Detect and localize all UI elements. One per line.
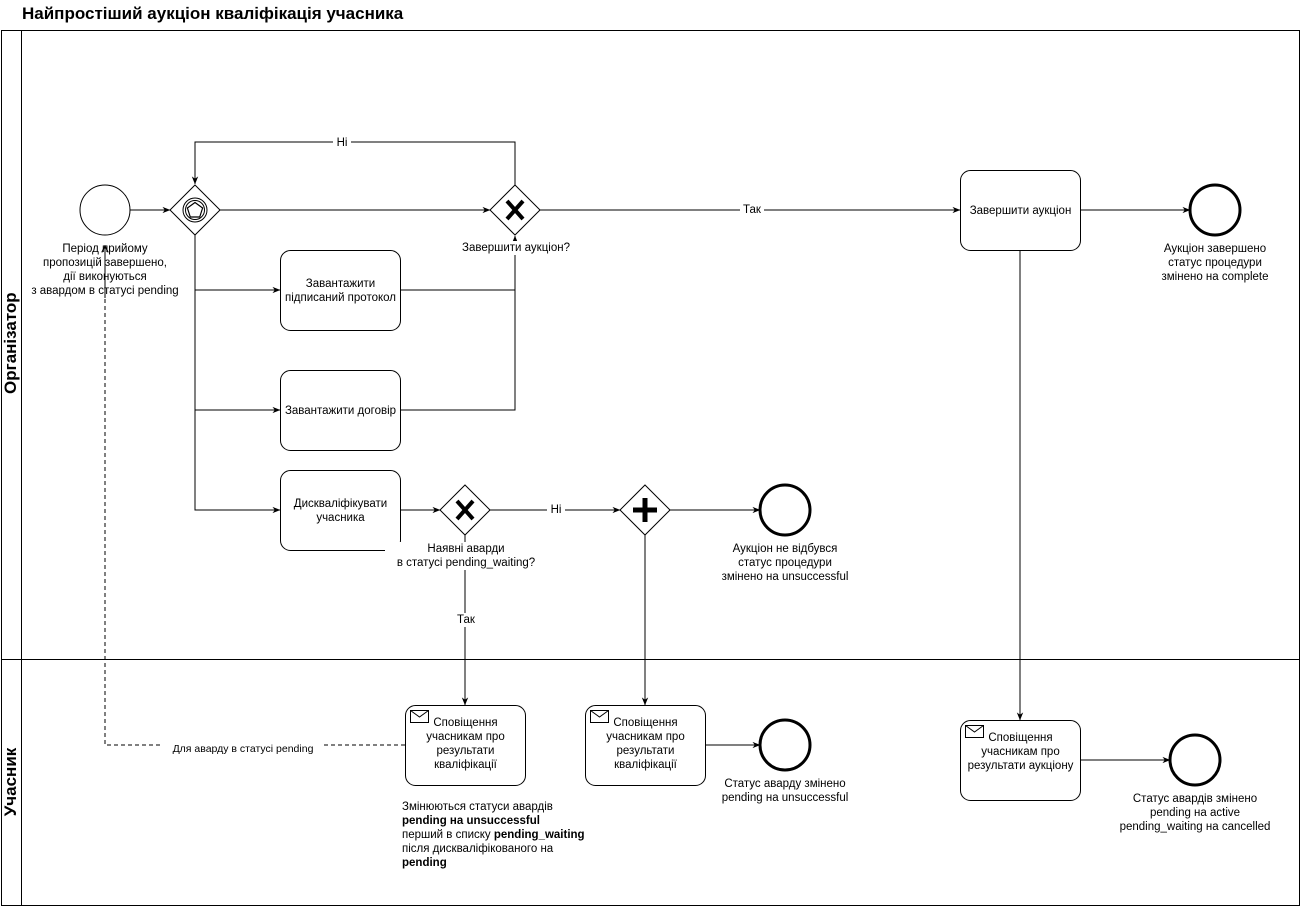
end-unsuccessful-label: Аукціон не відбувся статус процедури змі…	[705, 542, 865, 584]
flow-label-yes-finish: Так	[740, 203, 764, 217]
label-line: пропозицій завершено,	[43, 257, 167, 269]
lane-title-participant: Учасник	[1, 747, 20, 817]
end-complete-label: Аукціон завершено статус процедури зміне…	[1140, 242, 1290, 284]
end-event-complete[interactable]	[1188, 183, 1242, 237]
task-notify-qualification-2[interactable]: Сповіщення учасникам про результати кваліфі…	[586, 706, 705, 785]
task-text: учасника	[316, 511, 365, 524]
x-icon	[505, 199, 525, 221]
note-bold: pending_waiting	[493, 829, 585, 841]
flow-label-no-awards: Ні	[547, 503, 565, 517]
task-notify-auction-box[interactable]	[960, 720, 1081, 801]
start-event-label: Період прийому пропозицій завершено, дії…	[20, 242, 190, 298]
envelope-icons	[410, 710, 984, 738]
xor-gateway-finish[interactable]	[489, 184, 541, 236]
task-text: Завантажити договір	[284, 404, 397, 417]
task-notify-qualification-1-box[interactable]	[405, 705, 526, 786]
label-line: pending на active	[1149, 807, 1241, 819]
end-event-award-unsuccessful[interactable]	[758, 718, 812, 772]
label-line: Статус аварду змінено	[724, 778, 846, 790]
label-line: Статус авардів змінено	[1132, 793, 1258, 805]
envelope-icon	[410, 710, 429, 723]
gateway-awards-label: Наявні аварди в статусі pending_waiting?	[385, 542, 547, 570]
task-text: Сповіщення	[433, 717, 498, 729]
task-text: Завантажити	[305, 277, 376, 290]
task-finish-auction[interactable]: Завершити аукціон	[961, 171, 1080, 250]
task-text: кваліфікації	[434, 759, 497, 771]
note-text: перший в списку	[402, 829, 494, 841]
task-text: Завершити аукціон	[969, 204, 1072, 217]
flow-label-for-pending-award: Для аварду в статусі pending	[163, 742, 323, 756]
task-text: кваліфікації	[614, 759, 677, 771]
task-notify-auction-results[interactable]: Сповіщення учасникам про результати аукціо…	[961, 721, 1080, 800]
flow-gw-to-protocol	[194, 235, 281, 294]
label-line: дії виконуються	[63, 271, 147, 283]
task-text: учасникам про	[606, 731, 685, 743]
events	[79, 183, 1242, 787]
label-line: pending_waiting на cancelled	[1119, 821, 1271, 833]
task-text: результати	[616, 745, 675, 757]
pool	[1, 30, 1300, 906]
label-line: pending на unsuccessful	[721, 792, 849, 804]
label-line: Період прийому	[62, 243, 148, 255]
flow-label-no-top: Ні	[333, 136, 351, 150]
end-event-awards-changed[interactable]	[1168, 733, 1222, 787]
label-line: статус процедури	[738, 557, 832, 569]
status-change-note: Змінюються статуси авардів pending на un…	[402, 800, 612, 870]
label-line: статус процедури	[1168, 257, 1262, 269]
task-text: Дискваліфікувати	[293, 497, 388, 510]
pentagon-icon	[186, 201, 204, 218]
flow-xor-no-loop	[191, 141, 516, 185]
task-disqualify-box[interactable]	[280, 470, 401, 551]
note-line: після дискваліфікованого на	[402, 843, 554, 855]
plus-icon	[633, 498, 657, 522]
envelope-icon	[965, 725, 984, 738]
task-upload-protocol-box[interactable]	[280, 250, 401, 331]
task-upload-contract-box[interactable]	[280, 370, 401, 451]
flow-label-yes-awards: Так	[454, 613, 478, 627]
task-finish-auction-box[interactable]	[960, 170, 1081, 251]
lane-title-organizer: Організатор	[1, 292, 20, 394]
task-boxes	[280, 170, 1081, 801]
label-line: Аукціон не відбувся	[732, 543, 838, 555]
diagram-title: Найпростіший аукціон кваліфікація учасни…	[22, 4, 404, 23]
label-line: з авардом в статусі pending	[31, 285, 179, 297]
parallel-gateway[interactable]	[619, 484, 671, 536]
task-notify-qualification-2-box[interactable]	[585, 705, 706, 786]
start-event[interactable]	[79, 184, 131, 236]
flow-contract-to-xor	[400, 290, 516, 411]
event-based-gateway[interactable]	[169, 184, 221, 236]
note-line: pending	[402, 857, 447, 869]
note-line: перший в списку pending_waiting	[402, 828, 612, 842]
task-text: результати аукціону	[967, 760, 1074, 772]
label-line: Завершити аукціон?	[462, 242, 570, 254]
note-line: Змінюються статуси авардів	[402, 801, 553, 813]
envelope-icon	[590, 710, 609, 723]
gateway-finish-label: Завершити аукціон?	[455, 241, 577, 255]
task-text: учасникам про	[981, 746, 1060, 758]
xor-gateway-awards[interactable]	[439, 484, 491, 536]
end-award-unsuccessful-label: Статус аварду змінено pending на unsucce…	[705, 777, 865, 805]
task-text: результати	[436, 745, 495, 757]
task-notify-qualification-1[interactable]: Сповіщення учасникам про результати кваліфі…	[406, 706, 525, 785]
flow-gw-to-disqualify	[194, 410, 281, 514]
x-icon	[455, 499, 475, 521]
task-upload-contract[interactable]: Завантажити договір	[281, 371, 400, 450]
task-text: Сповіщення	[613, 717, 678, 729]
label-line: Аукціон завершено	[1163, 243, 1267, 255]
task-text: підписаний протокол	[285, 291, 396, 304]
task-text: учасникам про	[426, 731, 505, 743]
label-line: в статусі pending_waiting?	[396, 557, 536, 569]
flow-gw-to-contract	[194, 290, 281, 414]
label-line: змінено на unsuccessful	[721, 571, 849, 583]
end-event-unsuccessful[interactable]	[758, 483, 812, 537]
task-text: Сповіщення	[988, 732, 1053, 744]
label-line: змінено на complete	[1161, 271, 1269, 283]
end-awards-changed-label: Статус авардів змінено pending на active…	[1110, 792, 1280, 834]
note-line: pending на unsuccessful	[402, 815, 540, 827]
label-line: Наявні аварди	[427, 543, 505, 555]
